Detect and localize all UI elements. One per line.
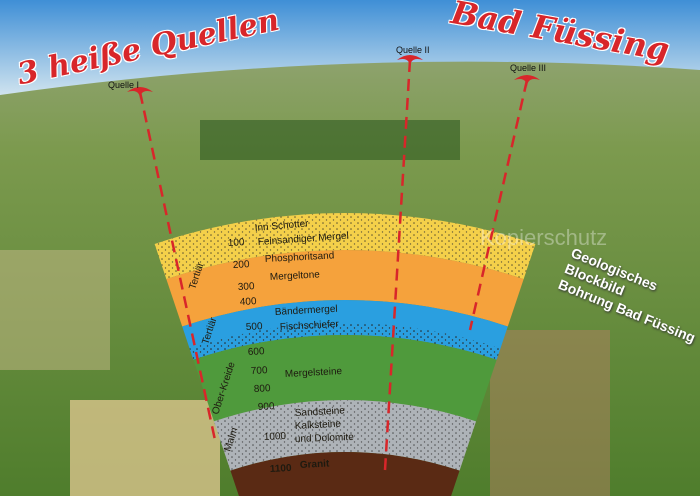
- layer-label: Phosphoritsand: [265, 250, 335, 265]
- spring-fountain-icon: [127, 87, 153, 100]
- stratum-band: [193, 335, 497, 422]
- layer-label: Sandsteine: [295, 405, 346, 419]
- spring-label-1: Quelle I: [108, 80, 140, 90]
- stratum-band: [166, 249, 524, 327]
- depth-label: 1000: [264, 431, 287, 443]
- stratum-band: [230, 452, 460, 496]
- depth-label: 100: [228, 237, 246, 249]
- layer-label: Bändermergel: [275, 304, 338, 318]
- layer-label: Fischschiefer: [280, 319, 340, 333]
- layer-label: Kalksteine: [295, 419, 342, 432]
- stratum-texture: [189, 323, 501, 360]
- spring-borehole-line: [383, 59, 412, 471]
- layer-label: Mergelsteine: [285, 366, 343, 380]
- spring-borehole-line: [138, 91, 217, 441]
- spring-fountain-icon: [514, 75, 540, 88]
- depth-label: 400: [240, 296, 258, 308]
- layer-label: Inn Schotter: [254, 218, 309, 234]
- layer-label: und Dolomite: [295, 432, 355, 445]
- watermark: Kopierschutz: [480, 225, 608, 250]
- depth-label: 800: [254, 383, 272, 395]
- depth-label: 500: [246, 321, 264, 333]
- depth-label: 300: [238, 281, 256, 293]
- stratum-texture: [213, 400, 477, 471]
- spring-borehole-line: [468, 79, 529, 331]
- spring-fountain-icon: [397, 55, 423, 68]
- spring-label-2: Quelle II: [396, 45, 430, 55]
- depth-label: 600: [248, 346, 266, 358]
- depth-label: 900: [258, 401, 276, 413]
- layer-label: Mergeltone: [270, 269, 321, 283]
- stratum-texture: [154, 212, 536, 280]
- depth-label: 700: [251, 365, 269, 377]
- depth-label: 200: [233, 259, 251, 271]
- layer-label: Granit: [300, 458, 331, 471]
- depth-label: 1100: [270, 463, 293, 475]
- spring-label-3: Quelle III: [510, 63, 547, 73]
